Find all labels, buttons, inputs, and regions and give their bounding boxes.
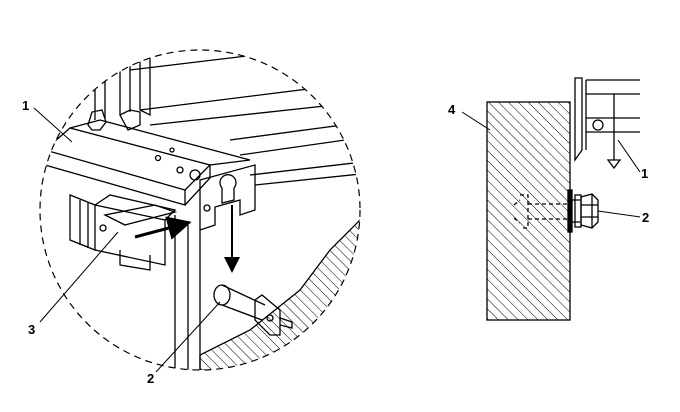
callout-label: 3 <box>28 322 35 337</box>
callout-label: 4 <box>448 102 456 117</box>
callout-label: 2 <box>642 210 649 225</box>
leader-line-4 <box>461 111 491 131</box>
leader-line-1 <box>33 107 73 143</box>
upper-rails <box>129 50 360 186</box>
leader-line-1-right <box>617 139 641 173</box>
callout-label: 1 <box>641 166 648 181</box>
leader-line-3 <box>39 231 119 323</box>
leader-line-2 <box>155 301 221 373</box>
anchor-bolt <box>213 284 293 336</box>
end-bracket <box>174 164 256 370</box>
horizontal-push-arrow <box>134 216 192 240</box>
callout-label: 2 <box>147 371 154 386</box>
support-block <box>69 194 178 271</box>
callout-label: 1 <box>22 98 29 113</box>
main-beam <box>43 119 251 206</box>
anchor-in-wall <box>513 194 570 229</box>
detail-boundary-circle <box>39 49 361 371</box>
leader-line-2-right <box>597 210 641 218</box>
bolt-assembly <box>567 189 599 233</box>
wall-hatched <box>199 219 360 370</box>
section-view-right <box>461 77 641 321</box>
detail-view-left: 1 2 3 <box>22 49 361 386</box>
beam-stub <box>574 77 640 170</box>
